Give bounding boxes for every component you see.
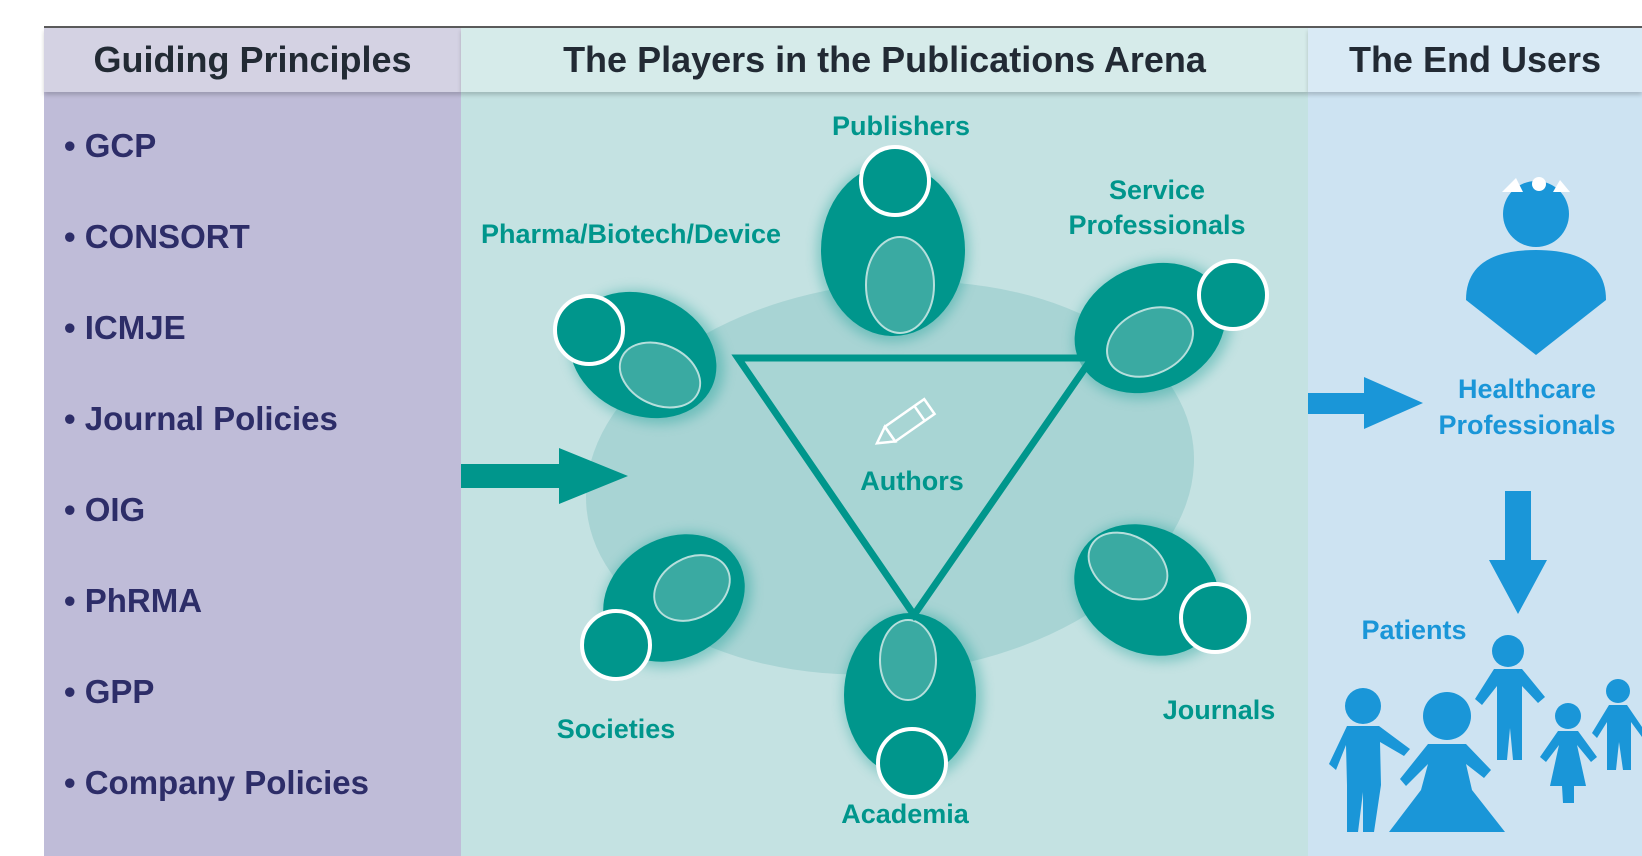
arrow-right-icon: [461, 448, 628, 504]
societies-figure: [580, 532, 752, 681]
label-healthcare-line2: Professionals: [1438, 410, 1615, 440]
principles-list: • GCP • CONSORT • ICMJE • Journal Polici…: [64, 118, 369, 846]
service-professionals-figure: [1073, 259, 1269, 400]
healthcare-professional-icon: [1466, 177, 1606, 355]
label-academia: Academia: [841, 799, 970, 829]
guiding-principles-header: Guiding Principles: [44, 28, 461, 92]
principle-item: • GPP: [64, 673, 155, 710]
label-healthcare-line1: Healthcare: [1458, 374, 1596, 404]
authors-triangle: [731, 354, 1099, 622]
principle-item: • Company Policies: [64, 764, 369, 801]
journals-figure: [1073, 522, 1251, 662]
principle-item: • CONSORT: [64, 218, 250, 255]
principle-item: • GCP: [64, 127, 157, 164]
principle-item: • Journal Policies: [64, 400, 338, 437]
principle-item: • OIG: [64, 491, 146, 528]
end-users-header: The End Users: [1308, 28, 1642, 92]
label-patients: Patients: [1361, 615, 1466, 645]
label-authors: Authors: [860, 466, 964, 496]
patients-icon: [1329, 635, 1642, 832]
arrow-right-icon: [1308, 377, 1423, 429]
label-service-line1: Service: [1109, 175, 1205, 205]
pharma-figure: [553, 289, 725, 425]
label-societies: Societies: [557, 714, 676, 744]
arrow-down-icon: [1489, 491, 1547, 614]
players-header: The Players in the Publications Arena: [461, 28, 1308, 92]
principle-item: • ICMJE: [64, 309, 186, 346]
guiding-principles-panel: [44, 28, 461, 856]
top-rule: [44, 26, 1642, 28]
pencil-icon: [874, 397, 937, 445]
academia-figure: [843, 611, 983, 799]
label-service-line2: Professionals: [1068, 210, 1245, 240]
label-publishers: Publishers: [832, 111, 970, 141]
label-journals: Journals: [1163, 695, 1276, 725]
principle-item: • PhRMA: [64, 582, 203, 619]
publishers-figure: [817, 145, 969, 342]
label-pharma: Pharma/Biotech/Device: [481, 219, 781, 249]
